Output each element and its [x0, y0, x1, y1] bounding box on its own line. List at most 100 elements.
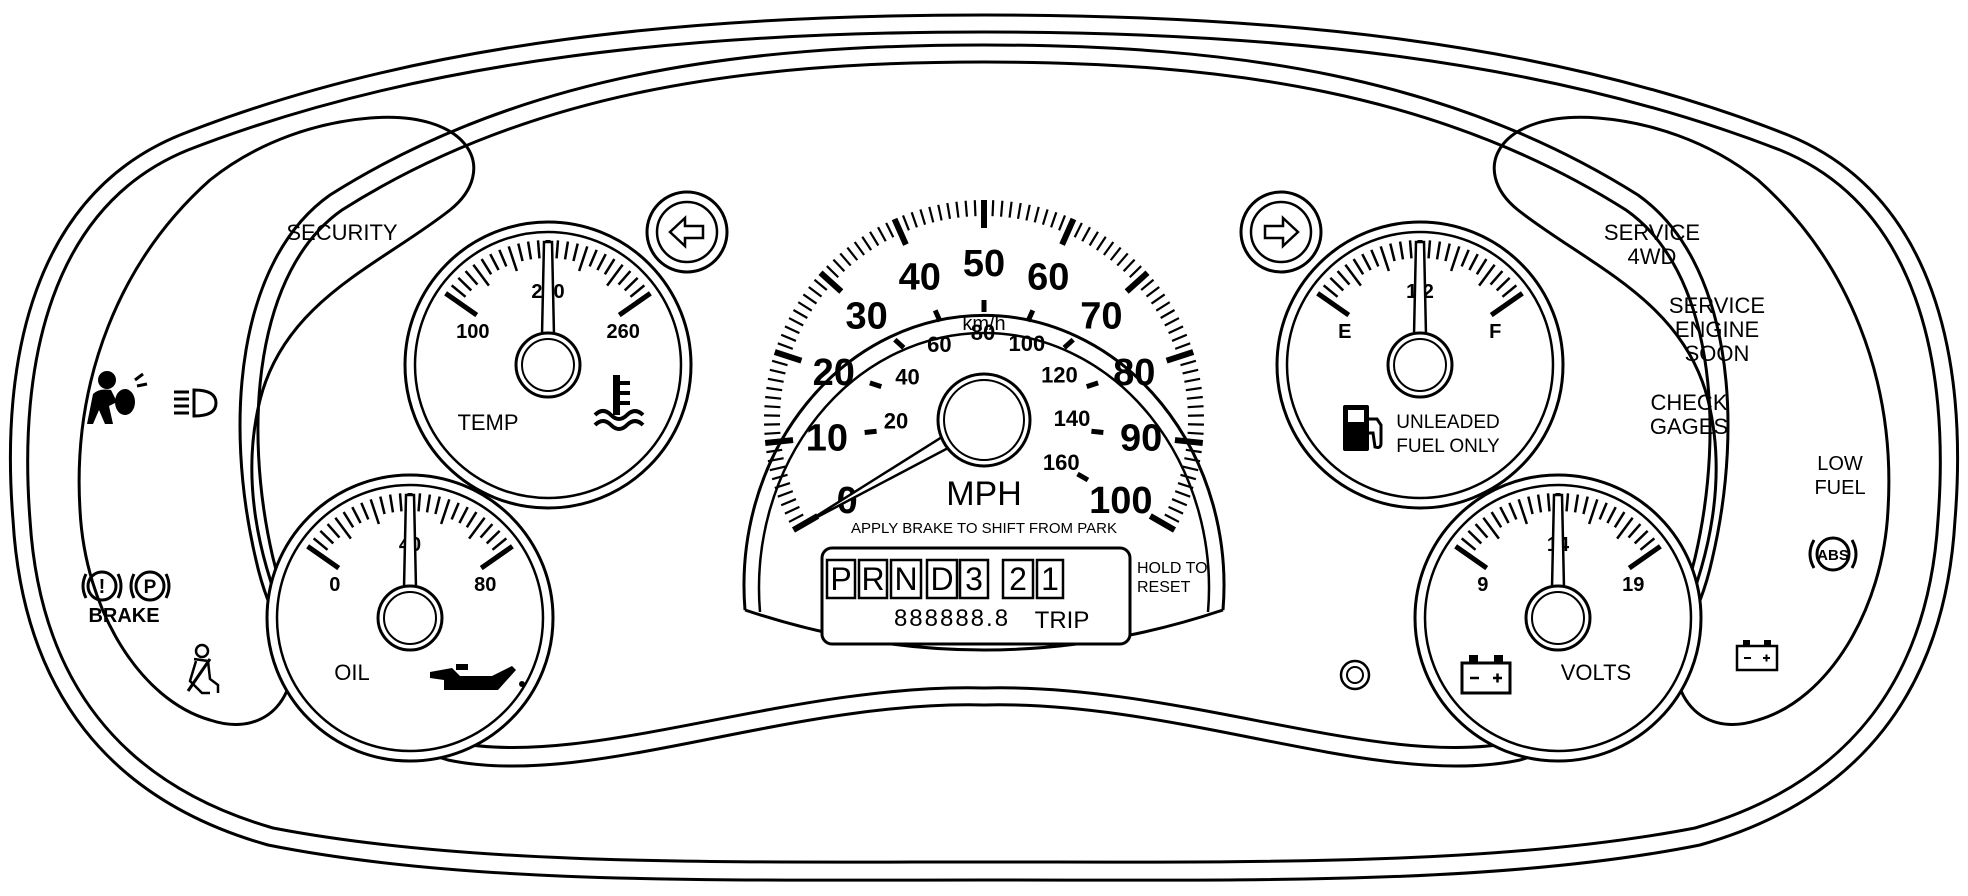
gauge-tick	[1435, 241, 1442, 260]
gauge-tick	[444, 291, 479, 318]
mph-unit-label: MPH	[946, 475, 1022, 513]
gear-box	[1035, 558, 1065, 600]
gauge-tick	[1398, 241, 1405, 260]
g-oil-low-label: 0	[329, 574, 340, 596]
speedometer-tick	[1165, 349, 1195, 364]
speedometer-tick	[777, 490, 794, 498]
speedometer-tick	[1164, 317, 1180, 327]
g-temp-needle	[540, 240, 556, 337]
speedometer-tick	[1174, 490, 1191, 498]
speedometer-tick	[1155, 301, 1171, 312]
gauge-tick	[563, 241, 570, 260]
gauge-tick	[606, 263, 624, 287]
gauge-tick	[1495, 277, 1511, 292]
gauge-tick	[388, 494, 395, 513]
speedometer-tick	[808, 286, 823, 298]
speedometer-tick	[1168, 505, 1184, 515]
mph-label: 20	[813, 352, 855, 394]
gauge-tick	[1427, 240, 1432, 259]
speedometer-tick	[765, 395, 782, 400]
gauge-tick	[1598, 502, 1608, 520]
gauge-tick	[623, 277, 639, 292]
gauge-tick	[1582, 496, 1589, 515]
gauge-tick	[1474, 523, 1489, 539]
mph-label: 50	[963, 243, 1005, 285]
speedometer-tick	[946, 202, 952, 220]
gauge-tick	[326, 523, 341, 539]
g-volts-high-label: 19	[1622, 574, 1644, 596]
battery-icon	[1460, 655, 1512, 695]
gauge-tick	[1389, 243, 1396, 262]
gauge-tick	[472, 263, 490, 287]
odometer-readout: 888888.8	[894, 605, 1010, 632]
speedometer-tick	[1150, 293, 1166, 305]
gauge-tick	[1639, 537, 1656, 551]
speedometer-tick	[991, 200, 995, 217]
g-volts-title: VOLTS	[1561, 660, 1632, 685]
mph-inner-tick	[1025, 309, 1036, 323]
service-4wd-line2: 4WD	[1628, 244, 1677, 269]
gauge-tick	[1322, 284, 1339, 298]
gauge-tick	[1517, 498, 1529, 525]
gauge-tick	[379, 496, 386, 515]
speedometer-tick	[891, 217, 909, 246]
gear-letter: 3	[965, 561, 983, 597]
battery-icon-right	[1735, 640, 1779, 672]
mph-inner-tick	[869, 380, 883, 390]
gauge-tick	[1475, 258, 1488, 276]
kmh-label: 100	[1009, 331, 1046, 356]
mph-label: 90	[1120, 418, 1162, 460]
g-fuel-low-label: E	[1338, 321, 1351, 343]
speedometer-tick	[1050, 211, 1058, 228]
speedometer-tick	[910, 211, 918, 228]
speedometer-tick	[1187, 431, 1204, 435]
speedometer-tick	[1148, 513, 1177, 533]
mph-label: 100	[1089, 480, 1152, 522]
gear-letter: 1	[1041, 561, 1059, 597]
speedometer-tick	[769, 465, 786, 472]
g-temp-low-label: 100	[456, 321, 489, 343]
gear-box	[857, 558, 889, 600]
brake-indicator: BRAKE	[88, 605, 159, 627]
gauge-tick	[507, 245, 519, 272]
speedometer-tick	[788, 317, 804, 327]
gauge-tick	[342, 511, 355, 529]
gauge-tick	[312, 537, 329, 551]
speedometer-tick	[1185, 448, 1202, 454]
service-engine-line1: SERVICE	[1669, 293, 1765, 318]
mph-inner-tick	[864, 428, 877, 436]
g-oil-hub	[376, 584, 444, 652]
speedometer-tick	[774, 481, 791, 490]
kmh-label: 60	[927, 332, 951, 357]
fuel-gauge: EF1/2UNLEADEDFUEL ONLY	[1275, 220, 1565, 510]
hold-to-reset-line1: HOLD TO	[1137, 560, 1208, 577]
speedometer-tick	[1103, 241, 1115, 256]
gauge-tick	[577, 245, 589, 272]
gauge-tick	[1361, 253, 1372, 271]
gauge-tick	[479, 523, 494, 539]
gauge-tick	[1536, 494, 1543, 513]
hold-to-reset-line2: RESET	[1137, 579, 1191, 596]
speedometer-tick	[861, 236, 873, 251]
gauge-tick	[1329, 277, 1345, 292]
speedometer-tick	[813, 278, 828, 291]
speedometer-tick	[1180, 473, 1197, 481]
speedometer-tick	[1095, 236, 1107, 251]
speedometer-tick	[839, 252, 852, 267]
gauge-tick	[498, 249, 508, 267]
speedometer-tick	[788, 513, 804, 523]
gauge-tick	[1499, 506, 1510, 524]
gauge-tick	[1616, 516, 1634, 540]
gauge-tick	[1508, 502, 1518, 520]
gear-box	[925, 558, 959, 600]
mph-inner-tick	[893, 337, 906, 350]
gauge-tick	[458, 506, 469, 524]
gauge-tick	[464, 270, 479, 286]
gauge-tick	[517, 243, 524, 262]
speedometer-tick	[928, 206, 935, 223]
speedometer-hub	[936, 372, 1032, 468]
speedometer-tick	[832, 258, 846, 273]
g-oil-needle	[402, 493, 418, 590]
speedometer-tick	[1073, 222, 1083, 238]
trip-reset-knob[interactable]	[1339, 659, 1371, 691]
